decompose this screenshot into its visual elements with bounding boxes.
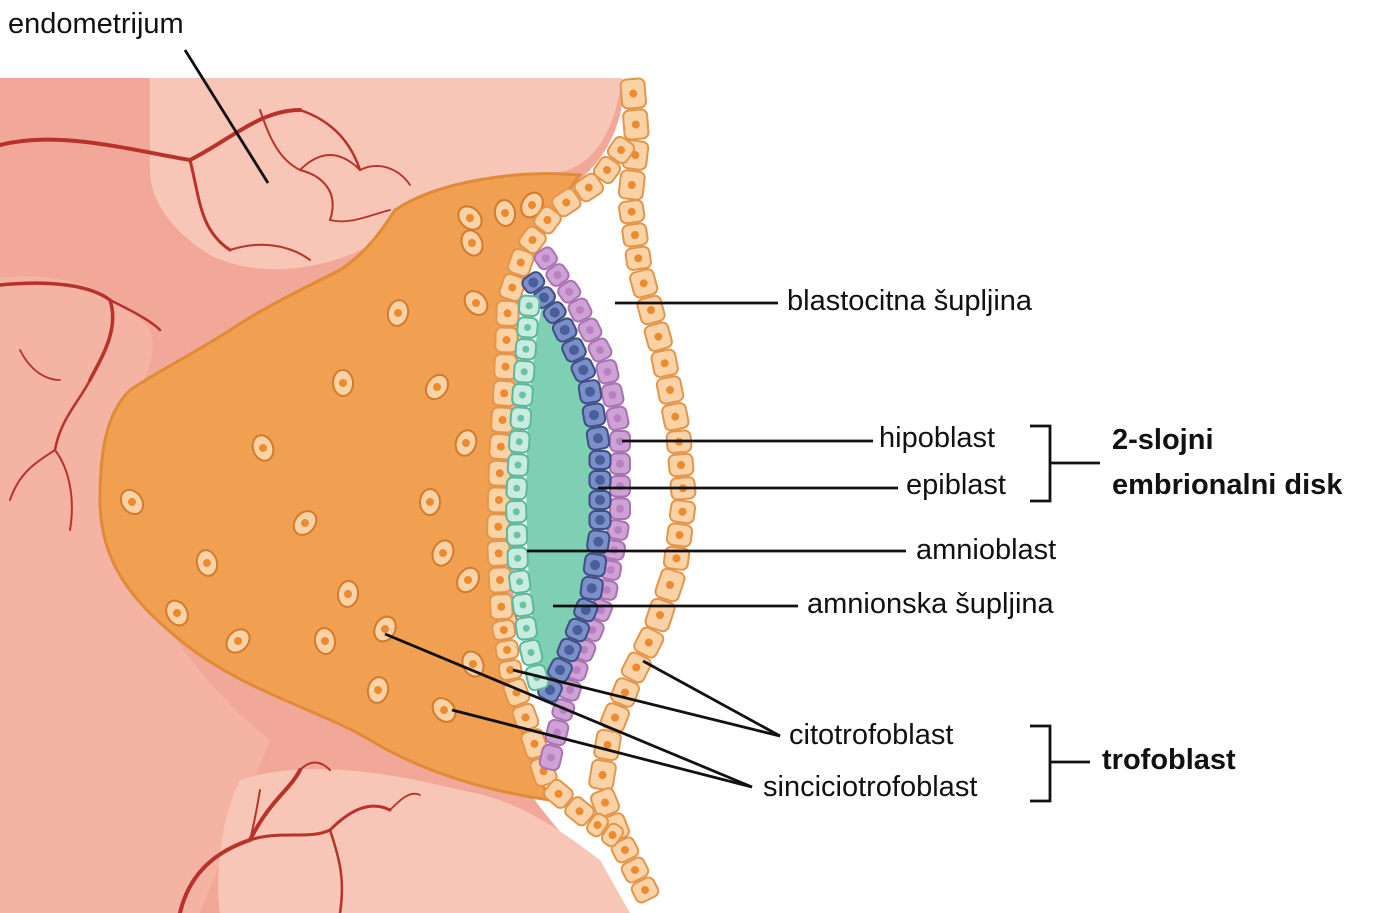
cell: [580, 576, 604, 600]
blastocyst-cavity-label: blastocitna šupljina: [787, 287, 1032, 316]
cell: [508, 570, 531, 594]
cell: [610, 499, 630, 520]
cell: [643, 321, 673, 352]
cell: [593, 729, 621, 761]
epiblast-label: epiblast: [906, 471, 1006, 500]
cell: [491, 619, 516, 641]
syncytio-nucleus: [332, 369, 353, 396]
cell: [588, 759, 616, 791]
cell: [545, 719, 570, 747]
cell: [636, 294, 666, 325]
cell: [622, 223, 649, 248]
cell: [539, 744, 564, 772]
cell: [507, 524, 528, 546]
cell: [625, 246, 652, 271]
cytotrophoblast-leader-b: [643, 661, 780, 736]
cell: [600, 382, 624, 408]
cell: [490, 594, 513, 620]
cell: [582, 403, 606, 428]
cell: [654, 567, 686, 603]
cell: [610, 476, 630, 497]
disc-group-label-line2: embrionalni disk: [1112, 471, 1342, 500]
cell: [590, 511, 611, 529]
cell: [517, 317, 538, 338]
cell: [507, 454, 528, 476]
cell: [506, 477, 527, 499]
cell: [507, 547, 528, 569]
cell: [618, 199, 645, 224]
cell: [605, 406, 629, 432]
cell: [586, 426, 610, 451]
cell: [590, 451, 611, 469]
cytotrophoblast-label: citotrofoblast: [789, 721, 953, 750]
syncytiotrophoblast-label: sinciciotrofoblast: [763, 773, 977, 802]
cell: [629, 268, 659, 299]
cell: [496, 301, 519, 326]
cell: [650, 349, 678, 378]
cell: [595, 359, 619, 385]
cell: [590, 491, 611, 509]
cell: [498, 659, 523, 681]
cell: [519, 639, 544, 667]
cell: [513, 360, 534, 383]
cell: [668, 453, 694, 476]
cell: [495, 327, 518, 352]
cell: [610, 454, 630, 475]
cell: [518, 295, 539, 316]
trophoblast-group-label: trofoblast: [1102, 746, 1236, 775]
endometrium-label: endometrijum: [8, 10, 184, 39]
cell: [583, 553, 607, 577]
cell: [623, 109, 649, 140]
cell: [656, 375, 684, 404]
amnioblast-label: amnioblast: [916, 536, 1056, 565]
cell: [669, 499, 696, 523]
cell: [620, 78, 646, 109]
hypoblast-label: hipoblast: [879, 424, 995, 453]
cell: [590, 471, 611, 489]
amniotic-cavity-label: amnionska šupljina: [807, 590, 1054, 619]
cell: [666, 523, 693, 547]
cell: [618, 170, 645, 201]
cell: [509, 430, 530, 452]
cell: [495, 639, 520, 661]
disc-group-label-line1: 2-slojni: [1112, 426, 1214, 455]
trophoblast-bracket: [1030, 726, 1050, 801]
syncytio-nucleus: [420, 489, 441, 516]
cell: [578, 379, 602, 404]
cell: [512, 593, 535, 617]
cell: [488, 567, 511, 593]
cell: [506, 501, 527, 523]
disc-bracket: [1030, 426, 1050, 501]
cell: [515, 339, 536, 360]
cell: [512, 384, 533, 407]
cell: [515, 616, 538, 640]
cell: [510, 407, 531, 430]
cell: [661, 402, 689, 431]
